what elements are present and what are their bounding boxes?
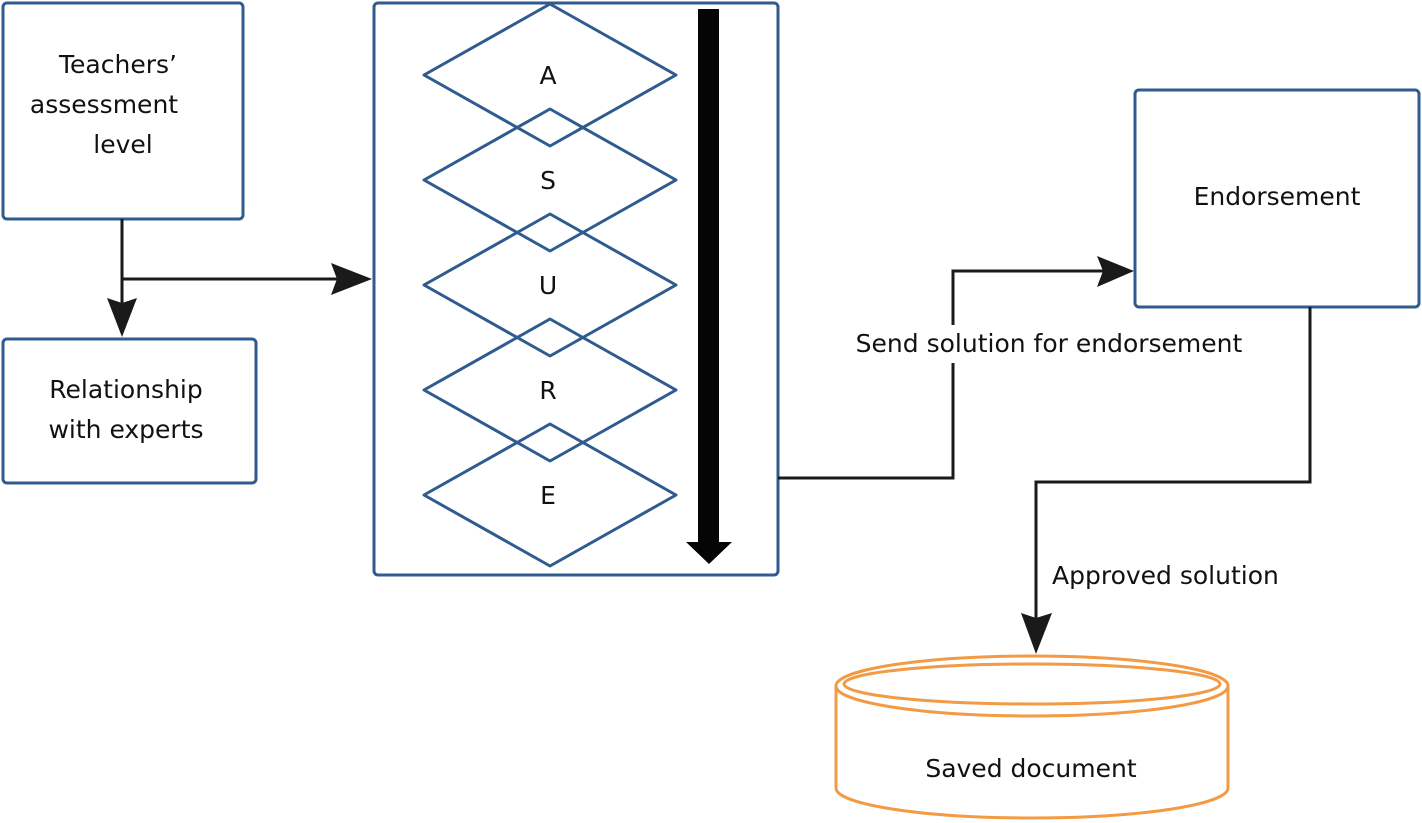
approved-path xyxy=(1034,307,1312,630)
send-label: Send solution for endorsement xyxy=(856,329,1243,358)
arrow-to-endorsement xyxy=(1097,256,1134,287)
assure-stages: A S U R E xyxy=(422,2,678,568)
send-path xyxy=(778,269,1110,480)
stage-diamond xyxy=(422,107,678,253)
stage-label-a: A xyxy=(539,61,556,90)
storage-top-inner xyxy=(842,662,1222,706)
teachers-connectors xyxy=(107,219,372,337)
send-label-bg xyxy=(836,325,1264,363)
stage-label-u: U xyxy=(539,271,557,300)
endorsement-node: Endorsement xyxy=(1133,88,1421,309)
endorsement-box xyxy=(1133,88,1421,309)
teachers-assessment-node: Teachers’ assessment level xyxy=(1,1,245,221)
big-arrow-shaft xyxy=(698,9,719,544)
stage-diamond xyxy=(422,212,678,358)
saved-document-node: Saved document xyxy=(834,654,1230,820)
relationship-node: Relationship with experts xyxy=(1,337,258,485)
saved-document-label: Saved document xyxy=(925,754,1137,783)
storage-body xyxy=(834,686,1230,820)
teachers-line-1: Teachers’ xyxy=(58,50,177,79)
stage-diamond xyxy=(422,317,678,463)
assure-container: A S U R E xyxy=(372,1,780,577)
arrow-down-to-relationship xyxy=(107,298,137,337)
stage-diamond xyxy=(422,422,678,568)
assure-box xyxy=(372,1,780,577)
approved-label: Approved solution xyxy=(1052,561,1279,590)
stage-label-r: R xyxy=(539,376,556,405)
stage-label-s: S xyxy=(540,166,556,195)
relationship-line-1: Relationship xyxy=(49,375,202,404)
teachers-line-2: assessment xyxy=(30,90,178,119)
arrow-to-saved-document xyxy=(1021,613,1052,654)
endorsement-label: Endorsement xyxy=(1194,182,1361,211)
big-arrow-head xyxy=(686,542,732,564)
process-direction-arrow xyxy=(686,9,732,564)
send-connector: Send solution for endorsement xyxy=(778,256,1264,480)
approved-connector: Approved solution xyxy=(1021,307,1312,654)
relationship-box xyxy=(1,337,258,485)
stage-diamond xyxy=(422,2,678,148)
teachers-line-3: level xyxy=(93,130,152,159)
stage-label-e: E xyxy=(540,481,556,510)
relationship-line-2: with experts xyxy=(48,415,203,444)
arrow-right-to-assure xyxy=(331,263,372,295)
